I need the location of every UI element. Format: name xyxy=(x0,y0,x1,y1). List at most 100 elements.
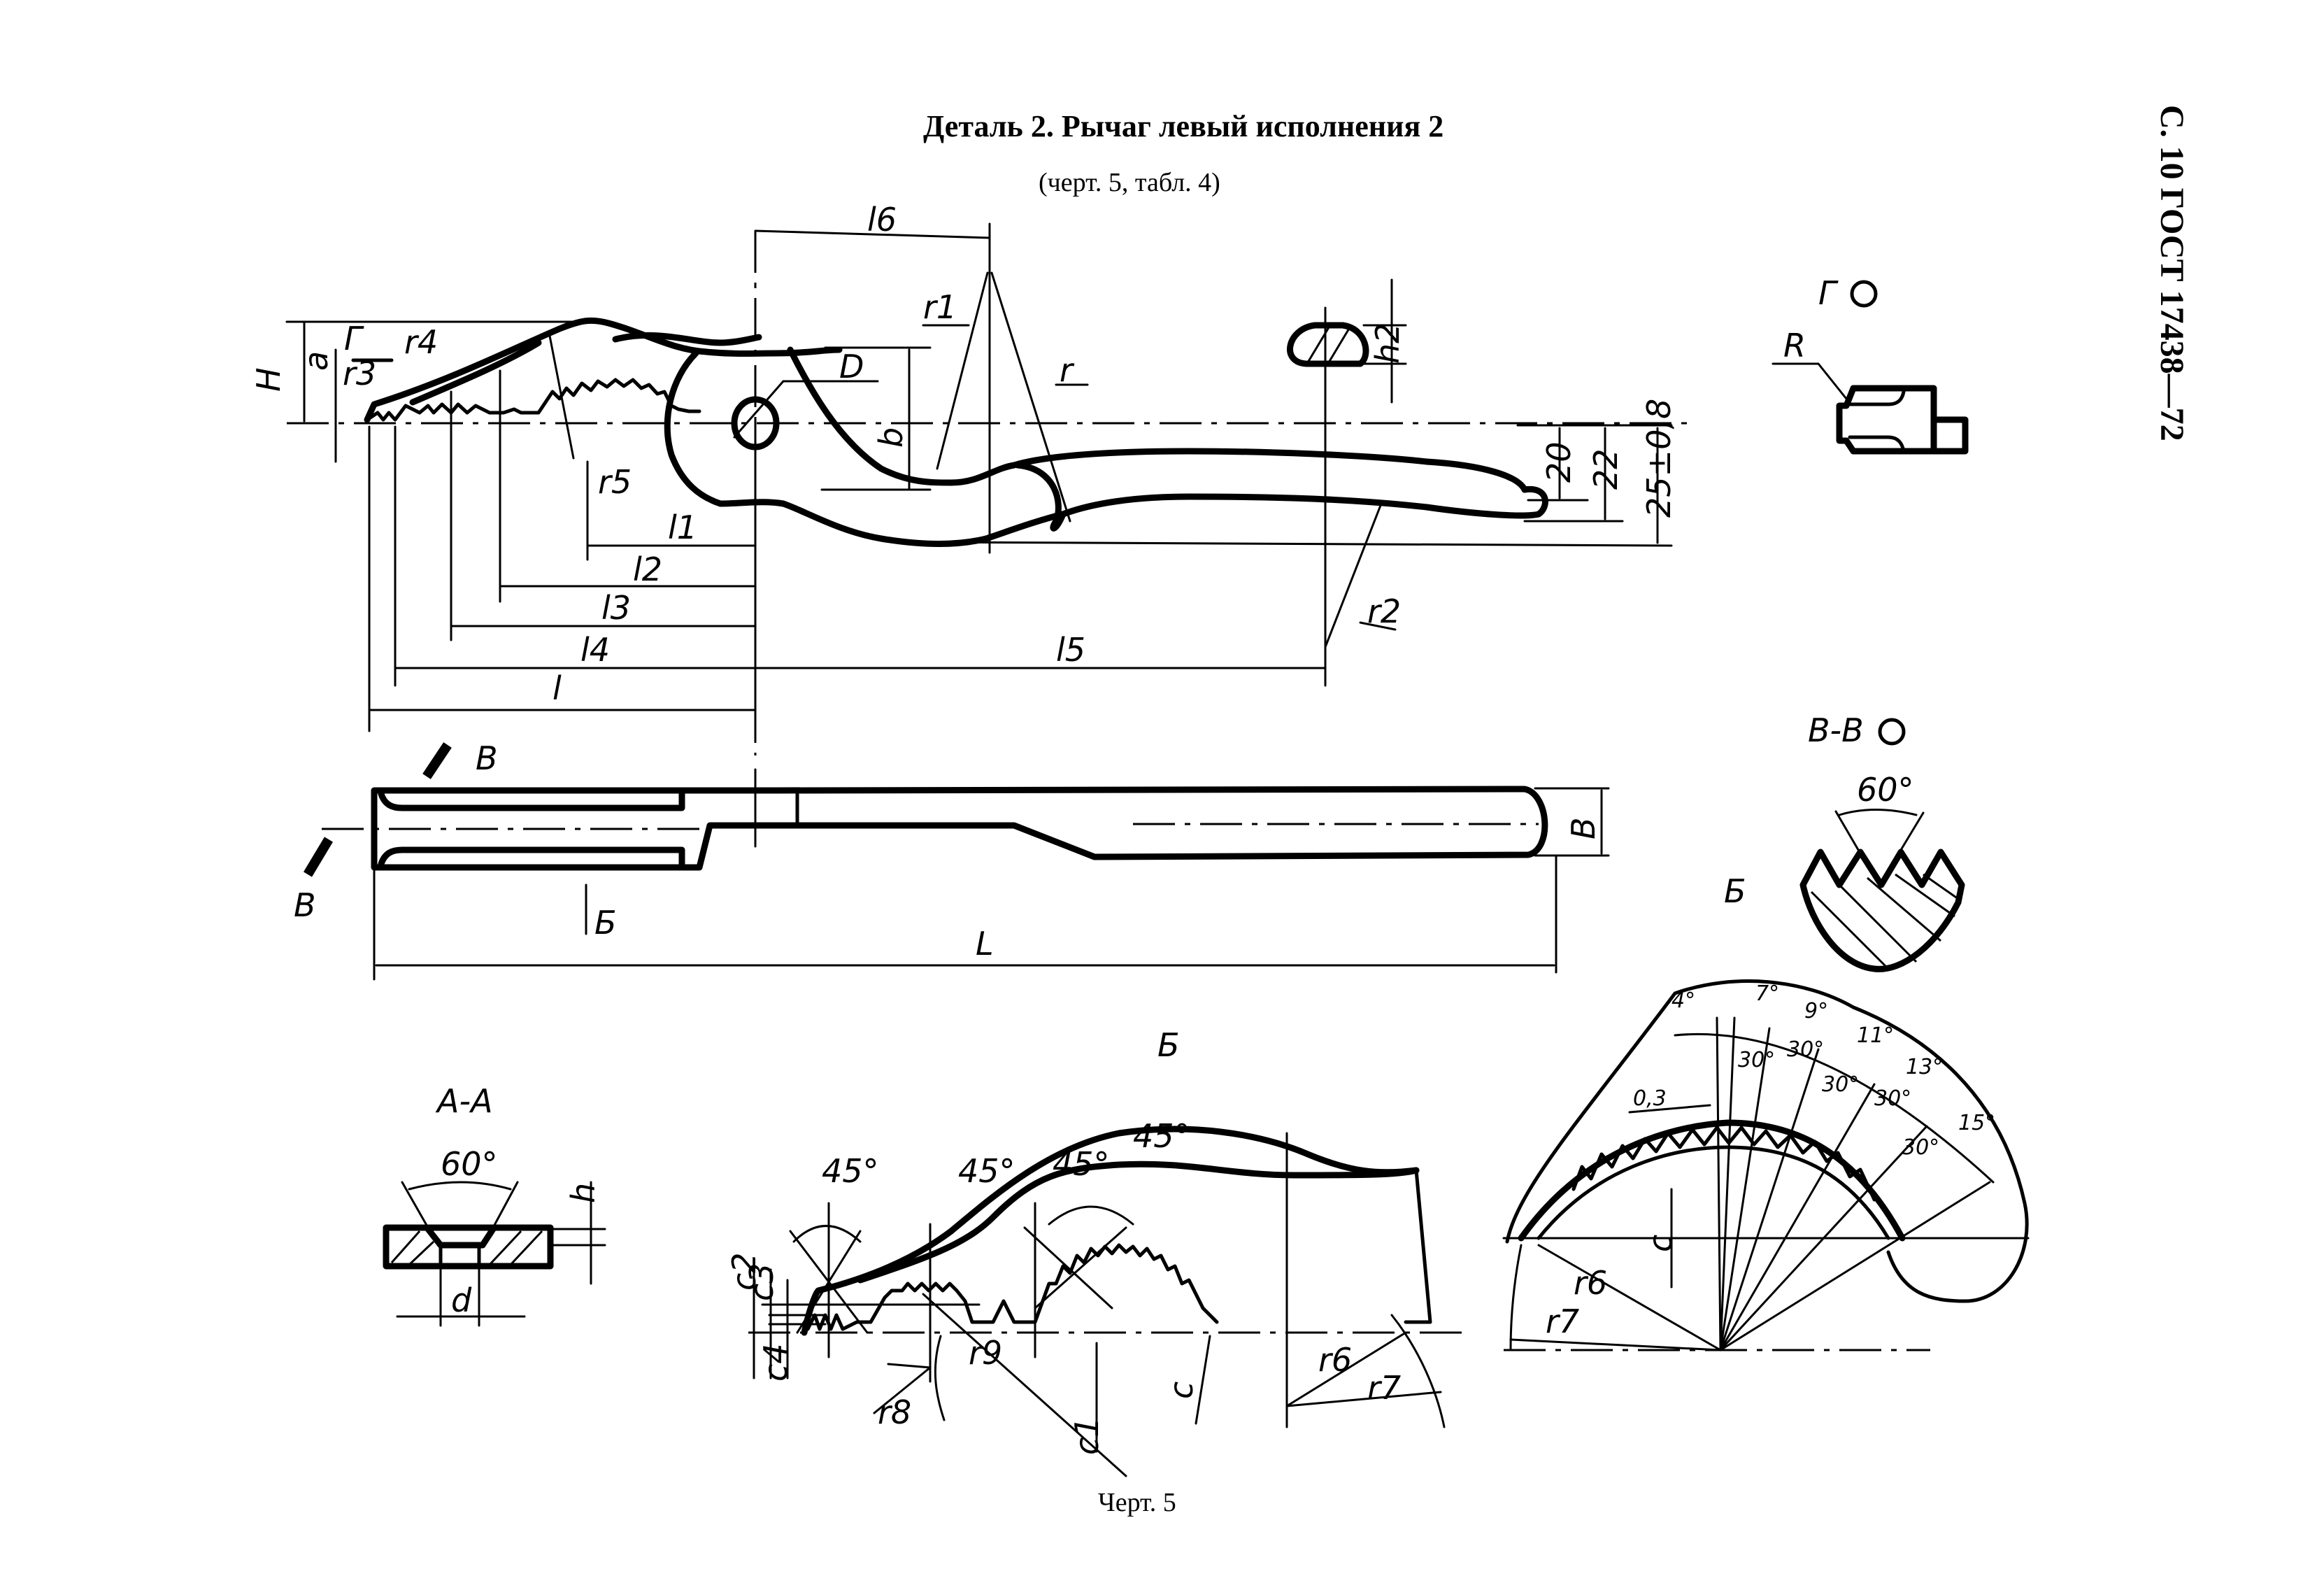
label-l4: l4 xyxy=(580,631,610,669)
tooth-label-c: c xyxy=(1641,1235,1679,1252)
hub-lower-edge xyxy=(717,499,1067,547)
plan-upper-slot xyxy=(378,790,685,811)
hatch-line xyxy=(1867,876,1941,942)
angle-7: 7° xyxy=(1755,981,1779,1006)
plan-outline xyxy=(371,786,1548,871)
section-AA-plate xyxy=(383,1224,554,1270)
dim-c xyxy=(1195,1335,1211,1425)
tooth-label-r6: r6 xyxy=(1574,1264,1607,1302)
D-leader xyxy=(733,380,785,439)
tooth-profile xyxy=(1571,1126,1876,1202)
jaw-inner-edge xyxy=(409,339,542,406)
handle-loop xyxy=(1014,462,1067,532)
angle-45-3: 45° xyxy=(1053,1145,1110,1183)
ray xyxy=(1719,1125,1928,1351)
r7-leader xyxy=(1285,1391,1442,1407)
section-VV: В-В 60° xyxy=(1799,711,1965,972)
angle-leg xyxy=(1834,810,1862,855)
hub-left-edge xyxy=(664,350,724,507)
label-b: b xyxy=(872,427,910,448)
angle-45-4: 45° xyxy=(1133,1117,1190,1155)
angle-15: 15° xyxy=(1958,1111,1995,1135)
r7-leader xyxy=(1509,1338,1722,1351)
detail-B-title: Б xyxy=(1157,1026,1180,1064)
rotate-icon xyxy=(1850,280,1878,308)
label-l1: l1 xyxy=(668,509,697,546)
label-H: H xyxy=(250,367,287,392)
construction-line xyxy=(922,1293,1127,1477)
tooth-root-circle xyxy=(1537,1145,1890,1240)
hatch-line xyxy=(390,1230,421,1263)
label-l2: l2 xyxy=(633,551,662,588)
label-l5: l5 xyxy=(1056,631,1085,669)
label-D: D xyxy=(839,348,864,385)
angle-scale-arc xyxy=(1674,1032,1995,1184)
hatch-line xyxy=(408,1240,435,1266)
ray xyxy=(1719,1083,1876,1351)
detail-G: Г R xyxy=(1771,274,1969,455)
detail-B-teeth xyxy=(806,1243,1219,1331)
detail-G-fillet-top xyxy=(1848,390,1906,406)
plan-view: В В Б L В xyxy=(294,739,1610,981)
handle-section xyxy=(1287,322,1369,367)
label-r: r xyxy=(1060,351,1075,389)
angle-11: 11° xyxy=(1857,1023,1894,1048)
angle-9: 9° xyxy=(1804,999,1828,1023)
label-c3: c3 xyxy=(743,1263,780,1301)
label-l3: l3 xyxy=(601,589,631,627)
r6-leader xyxy=(1285,1331,1407,1407)
label-h2: h2 xyxy=(1369,323,1406,364)
detail-B-outer xyxy=(801,1126,1420,1336)
section-AA-d: d xyxy=(451,1282,472,1319)
label-r9: r9 xyxy=(969,1334,1002,1372)
rotate-icon xyxy=(1878,718,1906,746)
construction-line xyxy=(1023,1226,1113,1309)
label-B-right: Б xyxy=(1724,872,1746,910)
label-l6: l6 xyxy=(867,201,897,239)
r7-arc xyxy=(1390,1314,1446,1428)
label-l: l xyxy=(553,669,562,707)
section-mark-V-bottom xyxy=(303,837,334,877)
dim-25: 25±0,8 xyxy=(1640,399,1678,518)
label-r7: r7 xyxy=(1367,1369,1401,1407)
tooth-angle-30: 30° xyxy=(1787,1037,1824,1062)
angle-arc xyxy=(1838,809,1918,816)
r6-leader xyxy=(1537,1244,1722,1351)
jaw-upper-edge xyxy=(364,317,843,423)
r8-arc xyxy=(934,1335,946,1421)
angle-45-2: 45° xyxy=(958,1152,1015,1190)
angle-leg xyxy=(401,1181,429,1229)
section-AA: А-А 60° h d xyxy=(383,1082,606,1327)
angle-arc xyxy=(408,1181,512,1191)
hatch-line xyxy=(488,1230,522,1266)
bottom-extension xyxy=(929,541,1673,547)
side-header: С. 10 ГОСТ 17438—72 xyxy=(2153,105,2190,441)
label-r8: r8 xyxy=(878,1393,911,1431)
label-V-top: В xyxy=(476,739,498,777)
angle-leg xyxy=(492,1181,519,1229)
page-title: Деталь 2. Рычаг левый исполнения 2 xyxy=(923,109,1443,143)
label-c1: c1 xyxy=(1068,1417,1106,1455)
detail-G-tail xyxy=(1930,416,1969,455)
detail-G-body xyxy=(1836,385,1937,455)
r2-shelf xyxy=(1359,621,1397,631)
dim-22: 22 xyxy=(1587,448,1625,490)
R-leader xyxy=(1771,362,1848,400)
section-AA-title: А-А xyxy=(435,1082,493,1120)
tooth-angle-30: 30° xyxy=(1902,1135,1939,1160)
hatch-line xyxy=(1923,873,1959,900)
label-a: a xyxy=(297,351,335,371)
r1-leader xyxy=(936,271,989,470)
label-r6: r6 xyxy=(1318,1341,1352,1379)
plan-lower-slot xyxy=(378,846,685,867)
label-arrow-B: Б xyxy=(594,904,617,942)
angle-leg xyxy=(1897,811,1925,855)
label-r2: r2 xyxy=(1367,592,1401,630)
countersink xyxy=(425,1226,497,1249)
ray xyxy=(1719,1048,1820,1351)
tooth-label-r7: r7 xyxy=(1546,1302,1579,1340)
section-AA-h: h xyxy=(564,1183,602,1203)
label-c4: c4 xyxy=(757,1343,794,1382)
label-V-bottom: В xyxy=(294,886,316,924)
